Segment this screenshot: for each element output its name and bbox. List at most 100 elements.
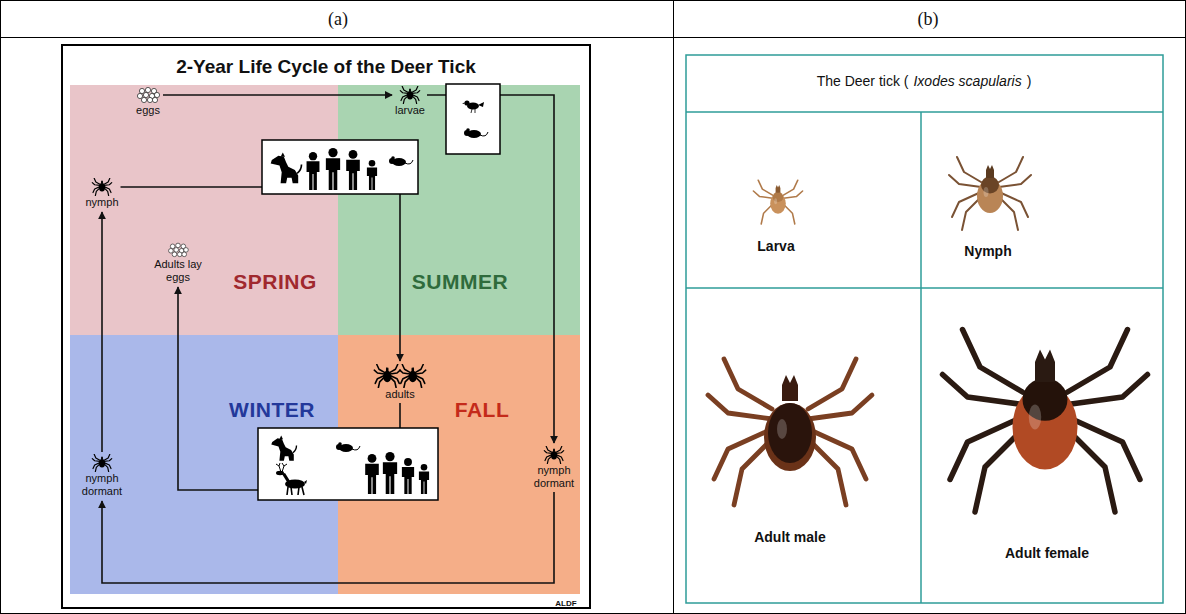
tick-mouthparts — [776, 185, 781, 193]
tick-leg — [374, 370, 384, 374]
cell-label: Adult male — [754, 528, 826, 546]
season-label: SPRING — [233, 270, 317, 294]
tick-leg — [943, 375, 1023, 405]
table-title-text: The Deer tick ( — [817, 72, 909, 90]
table-rule — [673, 0, 674, 614]
person-body — [402, 467, 414, 494]
bird-legs — [471, 109, 475, 113]
tick-leg — [544, 451, 552, 454]
person-head — [349, 150, 358, 159]
stage-label: eggs — [135, 104, 161, 117]
text-group: larvae — [395, 104, 425, 117]
season-band: SUMMERlarvae — [338, 85, 580, 335]
mouse-ear — [391, 156, 395, 160]
tick-leg — [416, 370, 426, 374]
tick-body — [551, 452, 557, 460]
tick-picture — [943, 330, 1148, 513]
tick-mouthparts — [101, 180, 103, 183]
tick-scutum — [410, 371, 416, 376]
tick-leg — [949, 175, 981, 187]
tick-shine — [1029, 405, 1042, 430]
egg — [176, 243, 181, 248]
text-group: SPRING — [233, 270, 317, 294]
person-body — [367, 168, 377, 190]
stage-label: nymph — [85, 196, 118, 209]
tick-glyph — [92, 454, 111, 471]
deer-antlers — [276, 463, 287, 472]
tick-body — [383, 371, 391, 382]
deer-neck — [282, 473, 290, 482]
egg — [174, 248, 179, 253]
lifecycle-arrow — [102, 492, 554, 583]
tick-photos — [708, 157, 1148, 512]
tick-leg — [1068, 375, 1148, 405]
tick-mouthparts — [409, 88, 411, 91]
stage-icon — [165, 242, 191, 258]
egg — [184, 248, 189, 253]
cell-label: Adult female — [1005, 544, 1089, 562]
season-band: WINTERnymph dormant — [70, 335, 338, 594]
tick-scutum — [768, 403, 812, 463]
diagram-title: 2-Year Life Cycle of the Deer Tick — [176, 55, 476, 78]
text-group: nymph — [85, 196, 118, 209]
dog-tail — [293, 446, 297, 453]
tick-leg — [708, 395, 772, 419]
tick-body — [409, 371, 417, 382]
label-holder: (b) — [918, 8, 939, 30]
tick-glyph — [92, 178, 111, 195]
text-group: Larva — [757, 237, 794, 255]
text-group: The Deer tick (Ixodes scapularis) — [817, 72, 1032, 90]
tick-leg — [556, 446, 562, 452]
tick-leg — [808, 395, 872, 419]
dog-silhouette — [271, 152, 302, 183]
tick-glyph — [544, 446, 563, 463]
tick-scutum — [384, 371, 390, 376]
tick-mouthparts — [411, 367, 414, 371]
tick-body — [99, 184, 105, 192]
panel-letter: (a) — [328, 8, 348, 30]
egg — [177, 252, 182, 257]
tick-leg — [400, 91, 408, 94]
tick-leg — [94, 454, 100, 460]
bird-beak — [462, 103, 465, 105]
tick-scutum — [552, 451, 556, 455]
stage-label: larvae — [395, 104, 425, 117]
cell-label: Nymph — [964, 242, 1011, 260]
tick-shine — [984, 187, 989, 197]
stage-icon — [397, 86, 423, 104]
dog-ear — [281, 152, 285, 156]
host-box-frame — [258, 428, 438, 500]
tick-scutum — [100, 183, 104, 187]
mouse-ear — [338, 442, 342, 446]
egg — [152, 97, 157, 102]
egg — [145, 87, 150, 92]
text-group: nymph dormant — [77, 472, 127, 498]
host-box-frame — [446, 84, 500, 154]
lifecycle-arrow — [163, 94, 392, 96]
table-title-text: Ixodes scapularis — [913, 72, 1021, 90]
tick-leg — [390, 364, 398, 372]
tick-leg — [999, 175, 1031, 187]
photo-cell: Adult female — [921, 288, 1163, 603]
tick-mouthparts — [101, 456, 103, 459]
tick-mouthparts — [553, 448, 555, 451]
tick-leg — [402, 364, 410, 372]
photo-cell: Nymph — [921, 112, 1163, 288]
tick-leg — [999, 157, 1023, 182]
tick-leg — [416, 364, 424, 372]
tick-leg — [963, 330, 1023, 393]
dog-silhouette — [271, 436, 296, 461]
dog-body — [271, 438, 294, 461]
tick-leg — [1068, 330, 1128, 393]
table-rule — [0, 37, 1186, 38]
fall-fill — [338, 335, 580, 594]
egg — [147, 97, 152, 102]
stage-label: nymph dormant — [530, 464, 578, 490]
tick-picture — [708, 359, 872, 505]
text-group: Nymph — [964, 242, 1011, 260]
life-stage: adults — [369, 362, 431, 403]
egg — [143, 92, 148, 97]
egg — [154, 92, 159, 97]
